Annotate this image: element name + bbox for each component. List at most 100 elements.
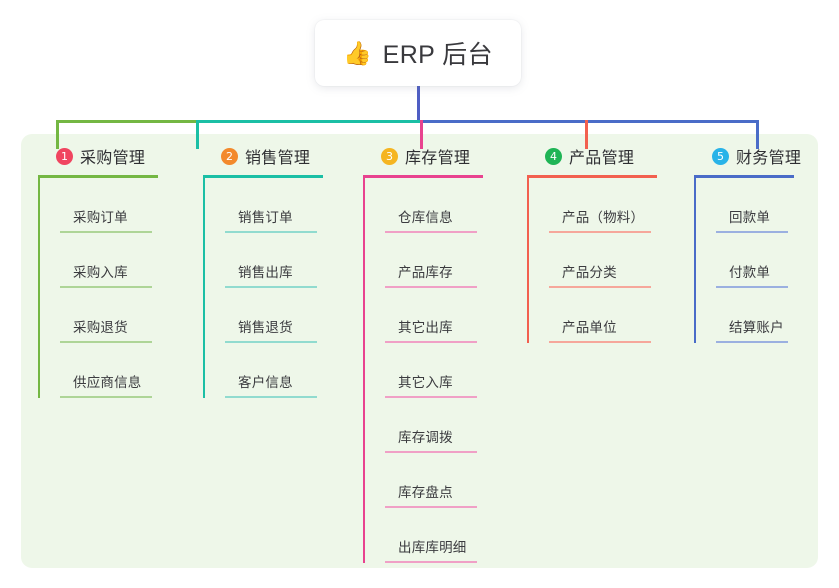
column-stem-1 <box>38 178 40 398</box>
list-item[interactable]: 出库库明细 <box>385 508 513 563</box>
column-items-3: 仓库信息产品库存其它出库其它入库库存调拨库存盘点出库库明细 <box>363 178 513 563</box>
list-item-label: 付款单 <box>729 265 771 280</box>
column-3: 3 库存管理仓库信息产品库存其它出库其它入库库存调拨库存盘点出库库明细 <box>363 143 513 563</box>
column-badge-4: 4 <box>545 147 562 165</box>
column-rule-3 <box>363 175 483 178</box>
column-4: 4 产品管理产品（物料） 产品分类产品单位 <box>527 143 687 343</box>
list-item[interactable]: 其它入库 <box>385 343 513 398</box>
list-item[interactable]: 库存盘点 <box>385 453 513 508</box>
list-item-label: 库存盘点 <box>398 485 453 500</box>
column-header-4[interactable]: 4 产品管理 <box>527 143 687 169</box>
column-stem-5 <box>694 178 696 343</box>
list-item-label: 客户信息 <box>238 375 293 390</box>
thumbs-up-icon: 👍 <box>343 39 372 66</box>
column-rule-1 <box>38 175 158 178</box>
list-item-rule <box>716 286 788 288</box>
column-header-2[interactable]: 2 销售管理 <box>203 143 353 169</box>
list-item[interactable]: 仓库信息 <box>385 178 513 233</box>
drop-4 <box>585 120 588 149</box>
drop-1 <box>56 120 59 149</box>
list-item[interactable]: 回款单 <box>716 178 824 233</box>
column-2: 2 销售管理销售订单销售出库销售退货客户信息 <box>203 143 353 398</box>
column-badge-3: 3 <box>381 147 398 165</box>
drop-5 <box>756 120 759 149</box>
column-items-4: 产品（物料） 产品分类产品单位 <box>527 178 687 343</box>
list-item-rule <box>549 286 651 288</box>
list-item-rule <box>60 286 152 288</box>
column-1: 1 采购管理采购订单采购入库采购退货供应商信息 <box>38 143 188 398</box>
column-5: 5 财务管理回款单付款单结算账户 <box>694 143 824 343</box>
list-item[interactable]: 付款单 <box>716 233 824 288</box>
list-item[interactable]: 其它出库 <box>385 288 513 343</box>
list-item-label: 结算账户 <box>729 320 784 335</box>
list-item-rule <box>60 231 152 233</box>
column-title-5: 财务管理 <box>736 150 802 167</box>
list-item-label: 产品单位 <box>562 320 617 335</box>
column-header-1[interactable]: 1 采购管理 <box>38 143 188 169</box>
list-item-rule <box>385 561 477 563</box>
page-title: ERP 后台 <box>382 41 493 69</box>
root-title-card[interactable]: 👍 ERP 后台 <box>315 20 521 86</box>
list-item-rule <box>385 341 477 343</box>
teal-segment <box>196 120 420 123</box>
list-item-rule <box>225 231 317 233</box>
list-item-label: 采购退货 <box>73 320 128 335</box>
list-item-label: 产品分类 <box>562 265 617 280</box>
column-badge-5: 5 <box>712 147 729 165</box>
list-item-label: 供应商信息 <box>73 375 142 390</box>
list-item[interactable]: 产品（物料） <box>549 178 687 233</box>
list-item[interactable]: 销售退货 <box>225 288 353 343</box>
list-item-rule <box>60 396 152 398</box>
list-item-label: 回款单 <box>729 210 771 225</box>
list-item[interactable]: 产品单位 <box>549 288 687 343</box>
list-item-rule <box>385 286 477 288</box>
list-item-label: 出库库明细 <box>398 540 467 555</box>
root-drop <box>417 86 420 122</box>
list-item[interactable]: 结算账户 <box>716 288 824 343</box>
list-item-rule <box>549 341 651 343</box>
list-item[interactable]: 供应商信息 <box>60 343 188 398</box>
list-item-rule <box>716 231 788 233</box>
list-item-label: 仓库信息 <box>398 210 453 225</box>
column-items-2: 销售订单销售出库销售退货客户信息 <box>203 178 353 398</box>
column-rule-2 <box>203 175 323 178</box>
column-title-4: 产品管理 <box>569 150 635 167</box>
list-item[interactable]: 客户信息 <box>225 343 353 398</box>
list-item-rule <box>549 231 651 233</box>
green-segment <box>56 120 196 123</box>
column-badge-2: 2 <box>221 147 238 165</box>
list-item-label: 其它入库 <box>398 375 453 390</box>
column-items-1: 采购订单采购入库采购退货供应商信息 <box>38 178 188 398</box>
column-stem-2 <box>203 178 205 398</box>
drop-3 <box>420 120 423 149</box>
list-item-rule <box>385 451 477 453</box>
list-item[interactable]: 库存调拨 <box>385 398 513 453</box>
list-item-label: 销售出库 <box>238 265 293 280</box>
column-badge-1: 1 <box>56 147 73 165</box>
list-item-label: 产品库存 <box>398 265 453 280</box>
column-items-5: 回款单付款单结算账户 <box>694 178 824 343</box>
list-item-label: 销售退货 <box>238 320 293 335</box>
list-item-rule <box>60 341 152 343</box>
list-item-rule <box>716 341 788 343</box>
list-item[interactable]: 采购退货 <box>60 288 188 343</box>
column-header-3[interactable]: 3 库存管理 <box>363 143 513 169</box>
blue-segment <box>420 120 758 123</box>
column-title-1: 采购管理 <box>80 150 146 167</box>
list-item-label: 产品（物料） <box>562 210 645 225</box>
list-item[interactable]: 销售出库 <box>225 233 353 288</box>
list-item[interactable]: 采购入库 <box>60 233 188 288</box>
column-title-3: 库存管理 <box>405 150 471 167</box>
column-rule-4 <box>527 175 657 178</box>
list-item[interactable]: 产品库存 <box>385 233 513 288</box>
list-item-rule <box>385 231 477 233</box>
column-title-2: 销售管理 <box>245 150 311 167</box>
list-item[interactable]: 采购订单 <box>60 178 188 233</box>
column-rule-5 <box>694 175 794 178</box>
list-item-rule <box>385 396 477 398</box>
list-item[interactable]: 销售订单 <box>225 178 353 233</box>
column-header-5[interactable]: 5 财务管理 <box>694 143 824 169</box>
list-item-label: 销售订单 <box>238 210 293 225</box>
list-item-rule <box>225 341 317 343</box>
list-item[interactable]: 产品分类 <box>549 233 687 288</box>
